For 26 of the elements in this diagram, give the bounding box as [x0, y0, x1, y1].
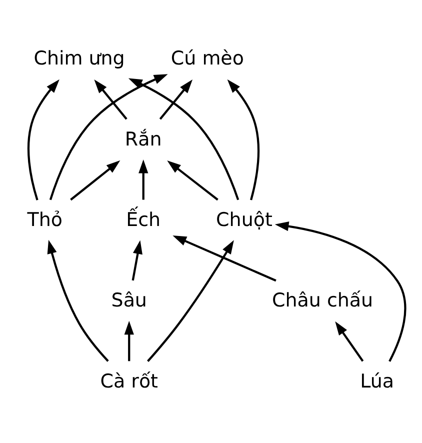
- arrow: [70, 160, 120, 201]
- node-text: Cà rốt: [100, 370, 158, 392]
- arrow: [124, 320, 134, 362]
- node-text: Chim ưng: [34, 48, 125, 70]
- arrow: [227, 79, 260, 200]
- arrow: [159, 80, 193, 120]
- arrow: [128, 78, 240, 200]
- arrow: [132, 240, 142, 281]
- arrow: [274, 221, 406, 362]
- node-text: Châu chấu: [272, 290, 374, 312]
- node-text: Ếch: [126, 209, 161, 232]
- node-text: Rắn: [124, 128, 162, 150]
- arrow: [94, 80, 128, 120]
- arrow: [47, 240, 109, 362]
- arrow: [172, 235, 276, 282]
- arrow: [335, 321, 364, 362]
- arrow: [167, 160, 218, 201]
- arrow: [147, 240, 234, 362]
- arrow: [138, 159, 148, 200]
- node-text: Sâu: [111, 290, 147, 312]
- arrow: [27, 79, 60, 200]
- node-text: Lúa: [360, 370, 394, 392]
- arrow: [49, 74, 168, 200]
- node-text: Cú mèo: [170, 48, 244, 70]
- node-text: Chuột: [216, 209, 272, 232]
- node-text: Thỏ: [27, 209, 62, 232]
